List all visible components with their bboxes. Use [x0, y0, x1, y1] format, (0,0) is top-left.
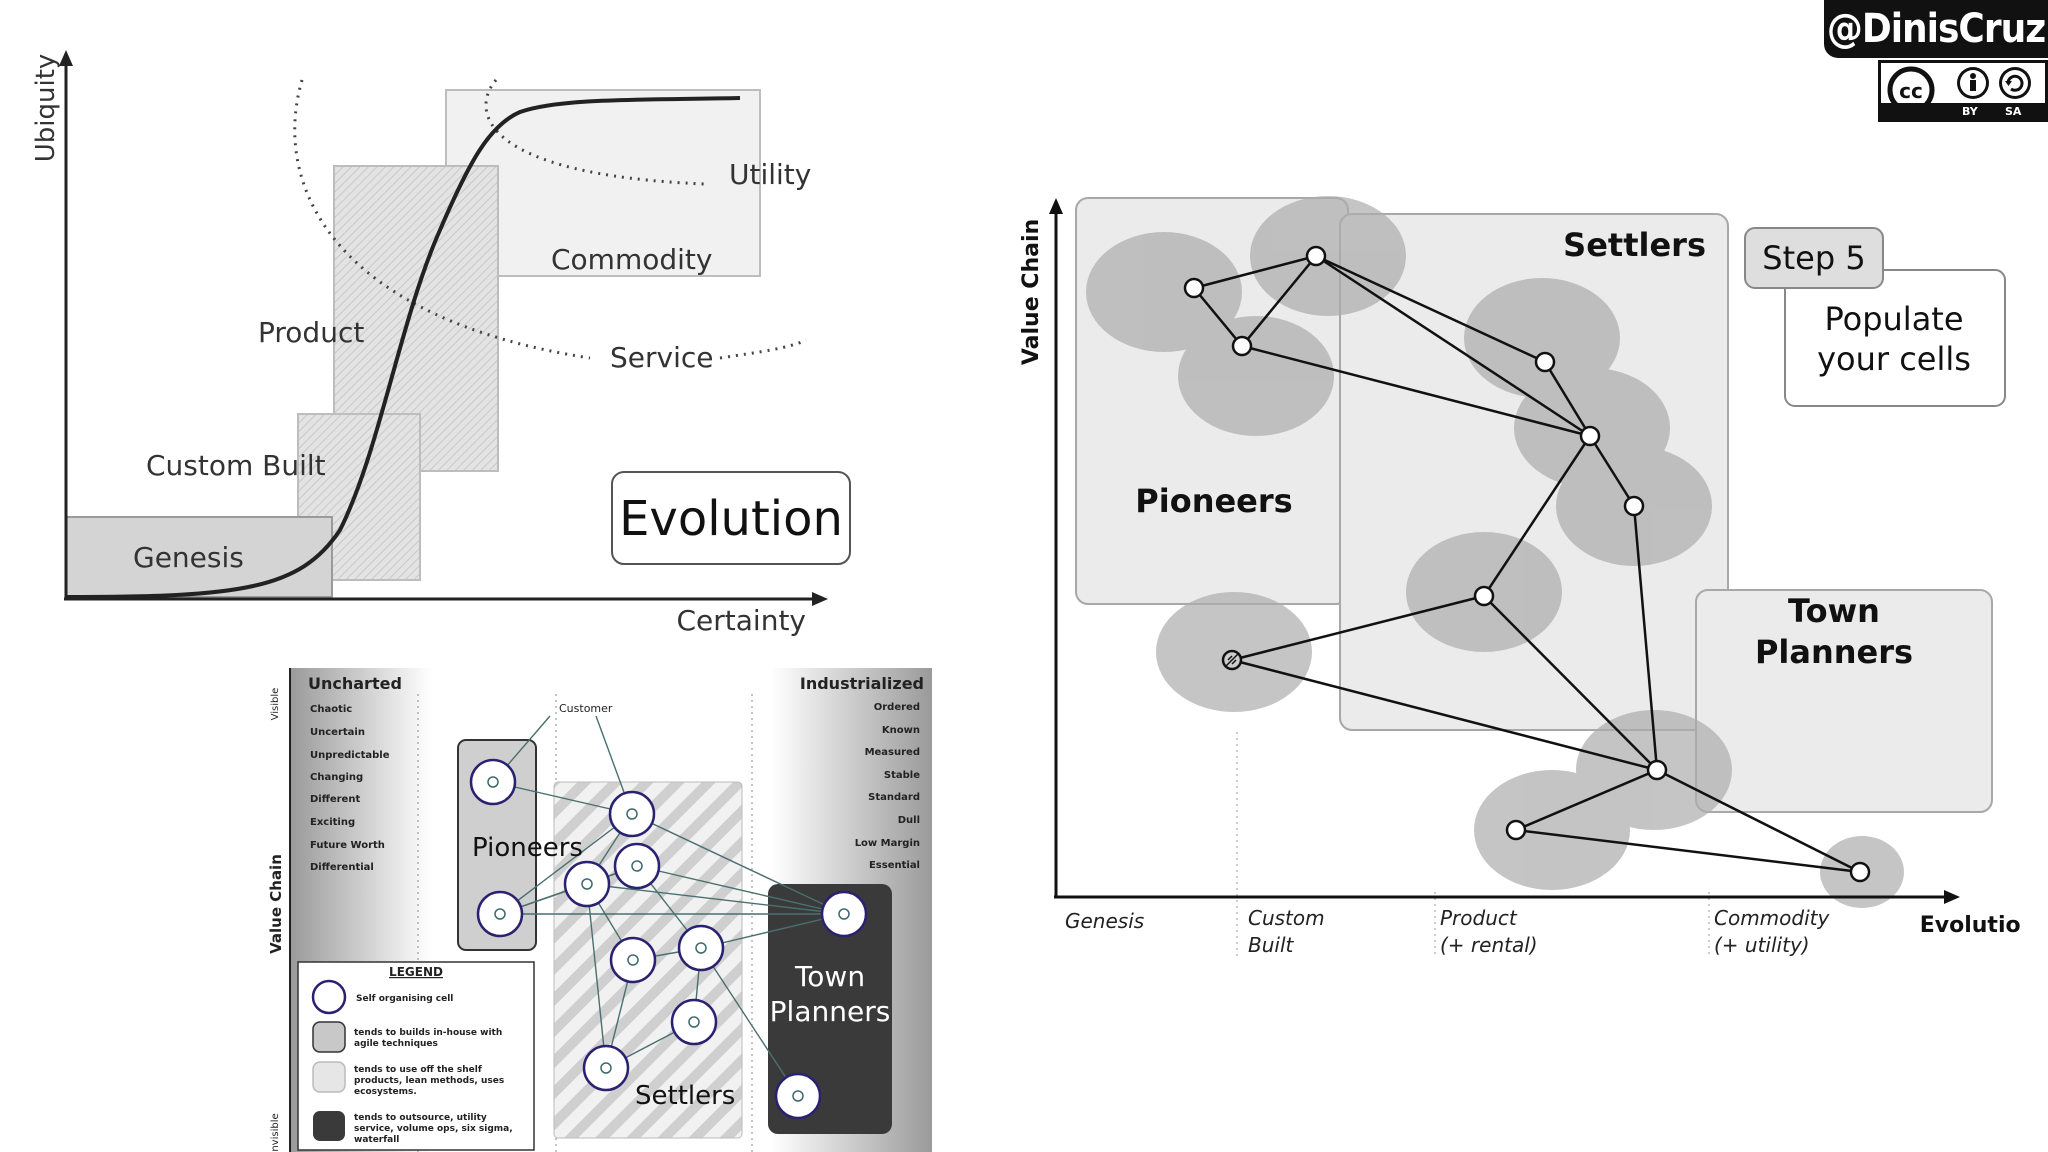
legend-item: waterfall — [354, 1135, 399, 1145]
trait-left: Exciting — [310, 817, 355, 828]
cc-license-badge: cc BY SA — [1878, 60, 2048, 122]
pst-links — [492, 715, 845, 1097]
cells-stage-commodity: Commodity — [1714, 906, 1830, 930]
step-label-box — [1744, 227, 1884, 289]
license-sa: SA — [2005, 105, 2022, 118]
cells-stage-built: Built — [1248, 933, 1295, 957]
x-axis-arrow — [812, 592, 828, 606]
y-axis-arrow — [59, 50, 73, 66]
evolution-title: Evolution — [619, 491, 843, 547]
pst-settlers-label: Settlers — [635, 1081, 735, 1111]
cells-stage-rental: (+ rental) — [1440, 933, 1538, 957]
cells-hatched-node-hatch — [1225, 653, 1239, 667]
commodity-label: Commodity — [551, 243, 712, 276]
svg-text:cc: cc — [1899, 79, 1923, 103]
cells-settlers-label: Settlers — [1563, 226, 1706, 264]
utility-label: Utility — [729, 158, 811, 191]
cells-x-axis-arrow — [1944, 890, 1960, 904]
product-label: Product — [258, 316, 364, 349]
cc-by-sa-icon: cc — [1887, 66, 2031, 109]
trait-right: Stable — [884, 770, 920, 781]
legend-title: LEGEND — [389, 965, 443, 979]
legend-item: agile techniques — [354, 1039, 438, 1049]
invisible-label: Invisible — [270, 1113, 281, 1152]
evolution-s-curve — [65, 96, 741, 599]
pst-value-chain-label: Value Chain — [267, 854, 285, 954]
pst-map-diagram: Visible Invisible Value Chain Uncharted … — [267, 668, 932, 1152]
trait-right: Low Margin — [855, 838, 920, 849]
genesis-box — [65, 516, 333, 598]
legend-item: tends to builds in-house with — [354, 1028, 502, 1038]
trait-left: Future Worth — [310, 840, 385, 851]
pst-town-label: Town — [794, 960, 865, 993]
legend-item: tends to outsource, utility — [354, 1113, 487, 1123]
cells-pioneers-label: Pioneers — [1135, 482, 1292, 520]
cells-map-diagram: Value Chain Evolution Pioneers Settlers … — [1019, 196, 2020, 958]
trait-right: Known — [882, 725, 920, 736]
trait-left: Changing — [310, 772, 363, 783]
legend-item: service, volume ops, six sigma, — [354, 1124, 513, 1134]
pst-town-planners-box — [768, 884, 892, 1134]
cells-evolution-label: Evolution — [1920, 913, 2020, 938]
legend-item: products, lean methods, uses — [354, 1076, 504, 1086]
evolution-curve-diagram: Ubiquity Certainty Genesis Custom Built … — [31, 50, 851, 637]
cells-hatched-node-hatch — [1231, 659, 1237, 665]
cells-stage-product: Product — [1440, 906, 1518, 930]
trait-left: Different — [310, 794, 360, 805]
cells-links — [1193, 253, 1861, 874]
trait-right: Measured — [865, 747, 920, 758]
trait-left: Differential — [310, 862, 374, 873]
trait-right: Standard — [868, 792, 920, 803]
genesis-label: Genesis — [133, 541, 244, 574]
cells-nodes — [1183, 245, 1871, 883]
cells-stage-utility: (+ utility) — [1714, 933, 1810, 957]
pst-pioneers-label: Pioneers — [472, 833, 583, 863]
legend-cell-icon — [311, 979, 347, 1015]
step-description-box — [1784, 269, 2006, 407]
cells-stage-custom: Custom — [1248, 906, 1325, 930]
evolution-title-box — [611, 471, 851, 565]
trait-right: Ordered — [874, 702, 920, 713]
license-by: BY — [1962, 105, 1978, 118]
service-boundary-arc — [293, 79, 591, 360]
cells-town-planners-box — [1695, 589, 1993, 813]
legend-item: tends to use off the shelf — [354, 1065, 482, 1075]
uncharted-label: Uncharted — [308, 674, 402, 693]
service-label: Service — [610, 341, 713, 374]
custom-built-label: Custom Built — [146, 449, 326, 482]
customer-label: Customer — [559, 702, 613, 715]
cells-town-label: Town — [1788, 592, 1880, 630]
step-text-line2: your cells — [1817, 340, 1971, 378]
trait-left: Uncertain — [310, 727, 365, 738]
step-label: Step 5 — [1762, 239, 1865, 277]
legend-town-planners-swatch — [313, 1111, 345, 1141]
step-text-line1: Populate — [1824, 300, 1963, 338]
certainty-axis-label: Certainty — [677, 604, 807, 637]
trait-right: Essential — [869, 860, 920, 871]
industrialized-label: Industrialized — [800, 674, 924, 693]
legend-item: ecosystems. — [354, 1087, 417, 1097]
author-handle: @DinisCruz — [1824, 0, 2048, 58]
legend-settlers-swatch — [312, 1061, 346, 1093]
cells-stage-genesis: Genesis — [1065, 909, 1144, 933]
cells-hatched-node-hatch — [1227, 655, 1233, 661]
visible-label: Visible — [270, 688, 281, 721]
service-boundary-arc-tail — [719, 338, 807, 360]
ubiquity-axis-label: Ubiquity — [31, 54, 61, 163]
trait-left: Unpredictable — [310, 750, 390, 761]
pst-planners-label: Planners — [770, 995, 891, 1028]
legend-pioneers-swatch — [312, 1021, 346, 1053]
legend-item: Self organising cell — [356, 994, 453, 1004]
cells-planners-label: Planners — [1755, 633, 1913, 671]
trait-right: Dull — [898, 815, 920, 826]
cells-value-chain-label: Value Chain — [1019, 219, 1044, 365]
trait-left: Chaotic — [310, 704, 352, 715]
cells-y-axis-arrow — [1049, 198, 1063, 214]
